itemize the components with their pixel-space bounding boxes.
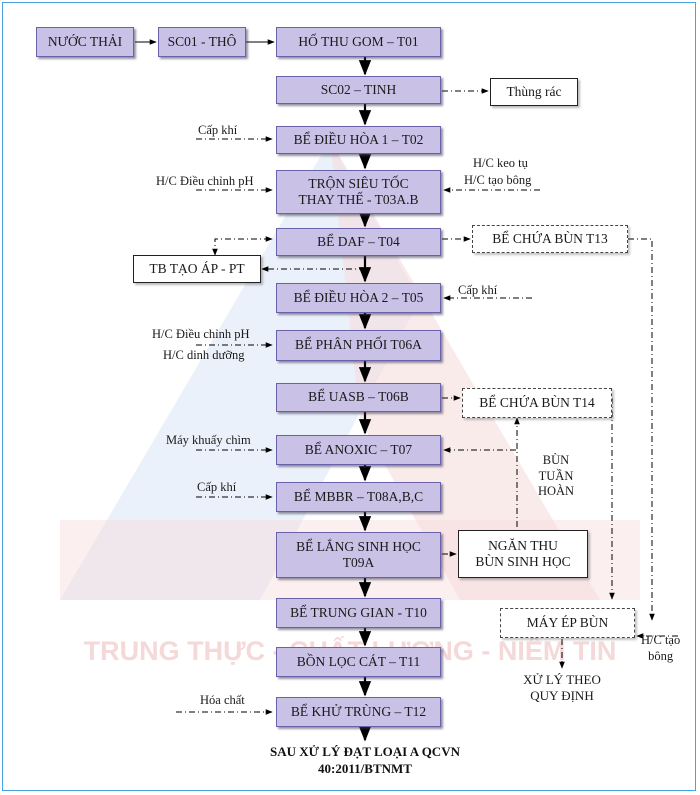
node-anoxic: BỂ ANOXIC – T07 (276, 435, 441, 465)
label-cap-khi-3: Cấp khí (197, 480, 237, 494)
node-ngan-thu-bun: NGĂN THU BÙN SINH HỌC (458, 530, 588, 578)
label-cap-khi-2: Cấp khí (458, 283, 498, 297)
node-dieu-hoa-2: BỂ ĐIỀU HÒA 2 – T05 (276, 283, 441, 313)
node-tb-tao-ap-label: TB TẠO ÁP - PT (149, 260, 245, 276)
label-xu-ly-line-1: XỬ LÝ THEO (523, 672, 601, 687)
node-ngan-thu-line-1: NGĂN THU (488, 537, 558, 553)
final-output-line-1: SAU XỬ LÝ ĐẠT LOẠI A QCVN (270, 744, 460, 759)
node-tb-tao-ap: TB TẠO ÁP - PT (133, 255, 261, 283)
node-may-ep-bun-label: MÁY ÉP BÙN (526, 614, 609, 630)
label-cap-khi-1: Cấp khí (198, 123, 238, 137)
node-dieu-hoa-2-label: BỂ ĐIỀU HÒA 2 – T05 (293, 289, 424, 305)
node-chua-bun-t14-label: BỂ CHỨA BÙN T14 (479, 394, 595, 410)
node-uasb-label: BỂ UASB – T06B (308, 389, 409, 405)
node-uasb: BỂ UASB – T06B (276, 383, 441, 412)
node-trung-gian: BỂ TRUNG GIAN - T10 (276, 598, 441, 628)
node-sc02: SC02 – TINH (276, 76, 441, 104)
node-chua-bun-t14: BỂ CHỨA BÙN T14 (462, 388, 612, 418)
node-sc01: SC01 - THÔ (158, 27, 246, 57)
label-dieu-chinh-ph-2: H/C Điều chỉnh pH (152, 327, 250, 341)
node-bon-loc-label: BỒN LỌC CÁT – T11 (296, 653, 421, 669)
node-mbbr-label: BỂ MBBR – T08A,B,C (293, 488, 424, 504)
node-phan-phoi-label: BỂ PHÂN PHỐI T06A (295, 337, 422, 353)
node-daf: BỂ DAF – T04 (276, 228, 441, 256)
label-tao-bong-2-line-1: H/C tạo (641, 633, 681, 647)
node-chua-bun-t13-label: BỂ CHỨA BÙN T13 (492, 230, 608, 246)
node-ho-thu-gom: HỐ THU GOM – T01 (276, 27, 441, 57)
final-output: SAU XỬ LÝ ĐẠT LOẠI A QCVN 40:2011/BTNMT (215, 744, 515, 778)
label-tao-bong-1: H/C tạo bông (464, 173, 532, 187)
label-xu-ly-line-2: QUY ĐỊNH (530, 688, 594, 704)
node-dieu-hoa-1-label: BỂ ĐIỀU HÒA 1 – T02 (293, 131, 424, 147)
node-sc01-label: SC01 - THÔ (167, 33, 237, 49)
node-tron-sieu-toc: TRỘN SIÊU TỐC THAY THẾ - T03A.B (276, 170, 441, 214)
node-chua-bun-t13: BỂ CHỨA BÙN T13 (472, 225, 628, 253)
node-mbbr: BỂ MBBR – T08A,B,C (276, 482, 441, 512)
label-xu-ly-theo-quy-dinh: XỬ LÝ THEO QUY ĐỊNH (516, 672, 608, 705)
label-hoa-chat: Hóa chất (200, 693, 245, 707)
node-daf-label: BỂ DAF – T04 (317, 233, 400, 249)
node-anoxic-label: BỂ ANOXIC – T07 (304, 441, 413, 457)
node-may-ep-bun: MÁY ÉP BÙN (500, 608, 635, 638)
label-bun-tuan-hoan: BÙN TUẦN HOÀN (531, 453, 581, 500)
node-ho-thu-gom-label: HỐ THU GOM – T01 (298, 33, 419, 49)
arrow-t13-may-ep (628, 238, 655, 621)
node-sc02-label: SC02 – TINH (320, 81, 397, 97)
final-output-line-2: 40:2011/BTNMT (318, 760, 412, 776)
label-bun-line-2: TUẦN (538, 468, 574, 483)
label-bun-line-1: BÙN (542, 453, 570, 467)
label-tao-bong-2-line-2: bông (648, 648, 674, 663)
node-tron-line-1: TRỘN SIÊU TỐC (308, 175, 409, 191)
arrow-tb-tao-ap-t04 (212, 236, 273, 256)
node-ngan-thu-line-2: BÙN SINH HỌC (475, 554, 571, 569)
node-trung-gian-label: BỂ TRUNG GIAN - T10 (290, 604, 427, 620)
label-may-khuay: Máy khuấy chìm (166, 433, 251, 447)
node-lang-line-2: T09A (342, 555, 375, 570)
label-dinh-duong: H/C dinh dưỡng (163, 348, 245, 362)
node-dieu-hoa-1: BỂ ĐIỀU HÒA 1 – T02 (276, 126, 441, 154)
node-khu-trung-label: BỂ KHỬ TRÙNG – T12 (290, 703, 427, 719)
node-bon-loc: BỒN LỌC CÁT – T11 (276, 647, 441, 677)
node-thung-rac-label: Thùng rác (506, 83, 562, 99)
node-tron-line-2: THAY THẾ - T03A.B (298, 192, 419, 207)
node-phan-phoi: BỂ PHÂN PHỐI T06A (276, 330, 441, 361)
node-lang-sinh-hoc: BỂ LẮNG SINH HỌC T09A (276, 532, 441, 578)
node-lang-line-1: BỂ LẮNG SINH HỌC (296, 538, 421, 554)
label-bun-line-3: HOÀN (537, 484, 575, 499)
node-nuoc-thai: NƯỚC THẢI (36, 27, 134, 57)
label-tao-bong-2: H/C tạo bông (641, 633, 680, 664)
arrow-tuan-hoan-t07 (443, 447, 518, 527)
node-thung-rac: Thùng rác (490, 78, 578, 106)
node-khu-trung: BỂ KHỬ TRÙNG – T12 (276, 697, 441, 727)
label-keo-tu: H/C keo tụ (473, 156, 528, 170)
label-dieu-chinh-ph-1: H/C Điều chỉnh pH (156, 174, 254, 188)
node-nuoc-thai-label: NƯỚC THẢI (47, 33, 123, 49)
